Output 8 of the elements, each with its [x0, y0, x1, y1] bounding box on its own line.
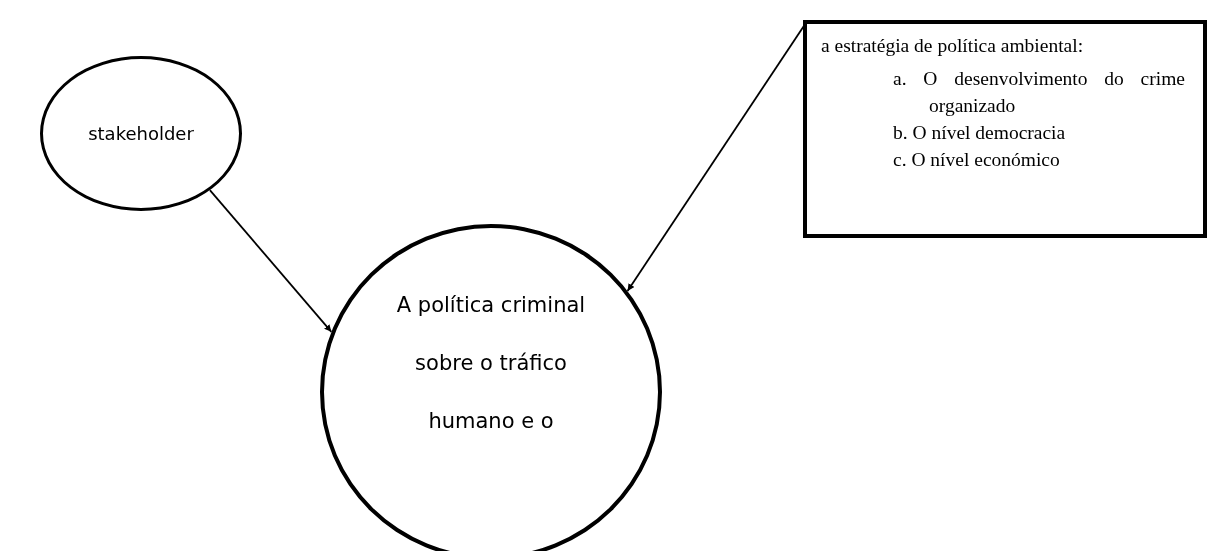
list-item: b. O nível democracia: [892, 121, 1067, 145]
node-text: A política criminal sobre o tráfico humano e o: [396, 292, 586, 435]
arrow: [626, 23, 806, 292]
arrow: [209, 189, 333, 333]
node-text: stakeholder: [87, 122, 195, 145]
list-item: c. O nível económico: [892, 148, 1061, 172]
text-box: [803, 20, 1207, 238]
box-heading: a estratégia de política ambiental:: [821, 34, 1085, 58]
